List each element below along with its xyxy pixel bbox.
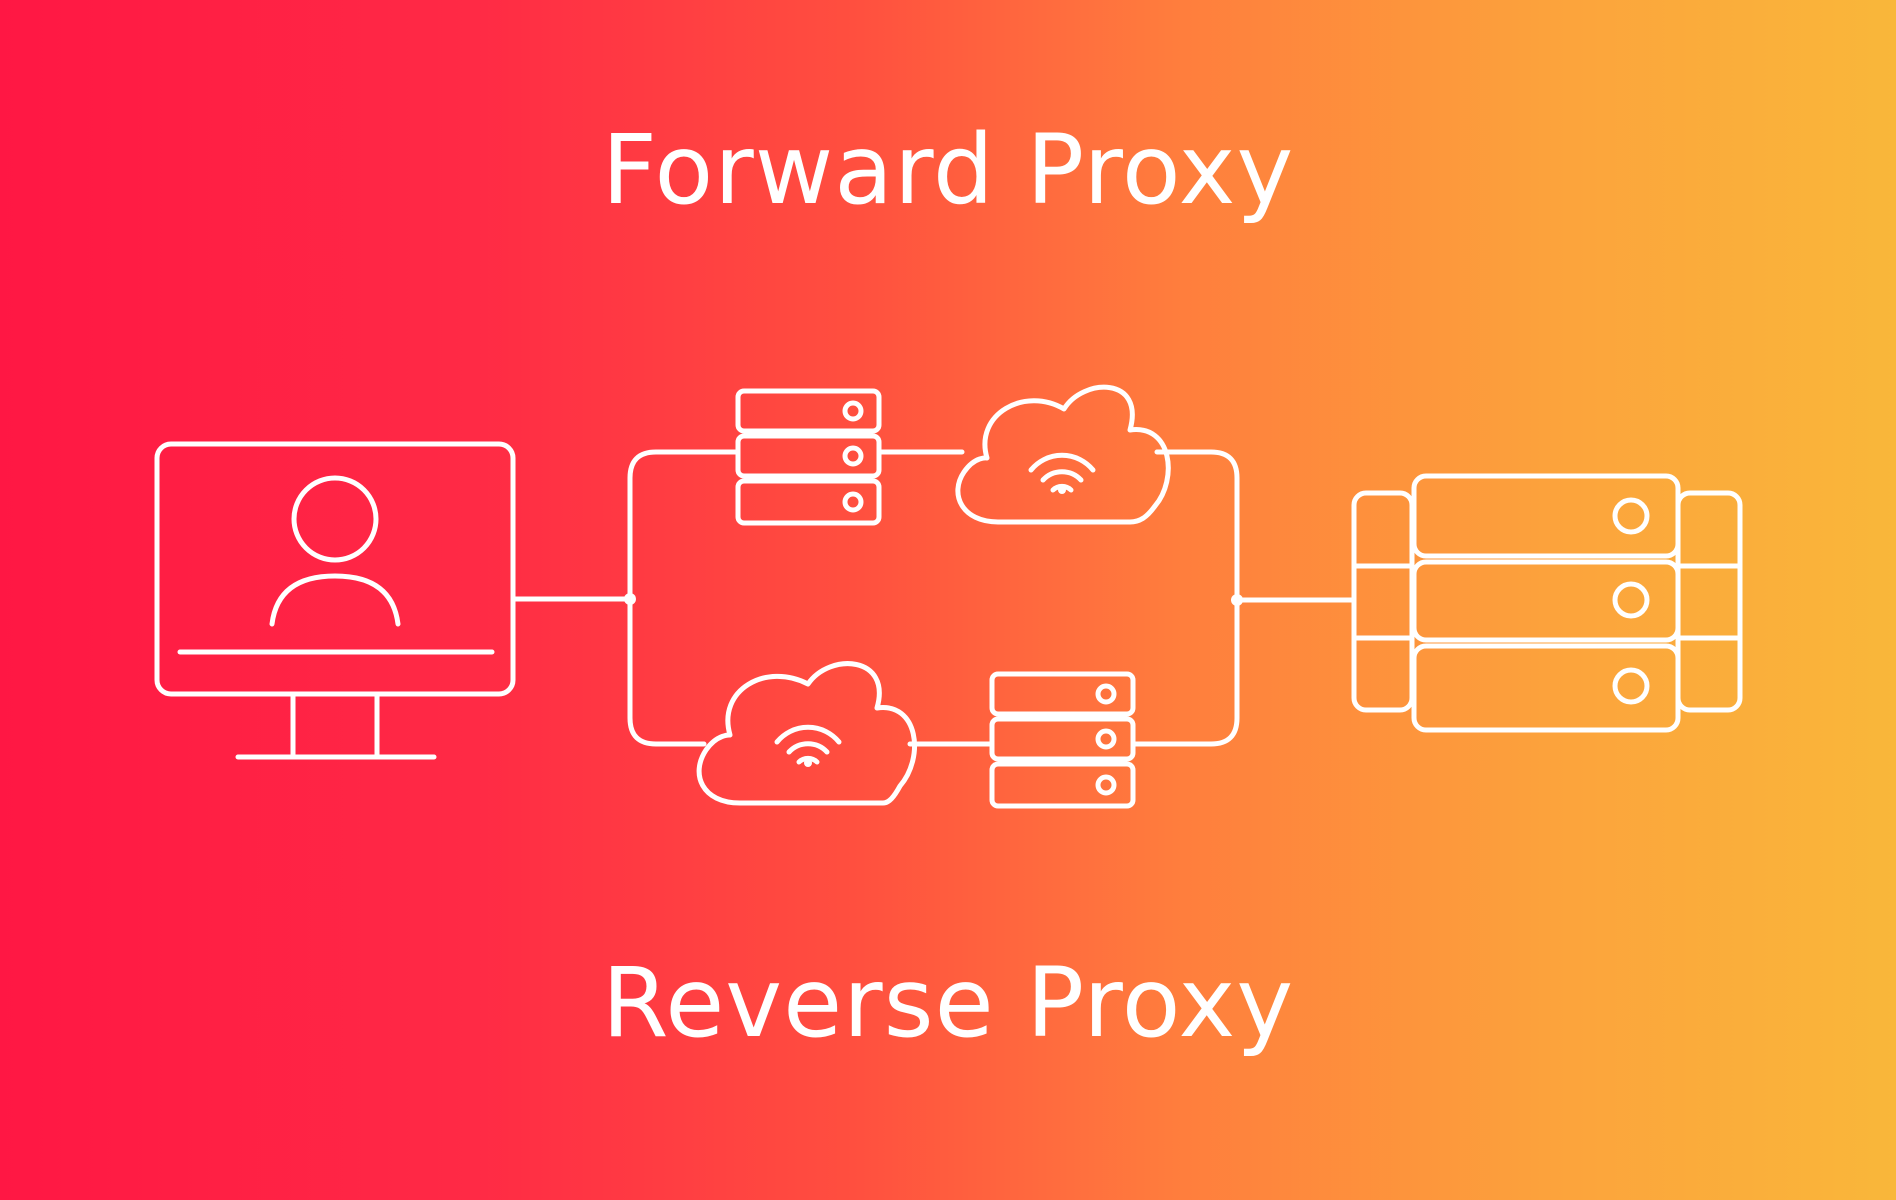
cloud-wifi-icon <box>699 664 914 803</box>
wifi-arc-outer <box>1031 455 1093 470</box>
user-shoulders <box>272 576 398 624</box>
stack-light <box>1615 500 1647 532</box>
rack-unit <box>992 719 1133 759</box>
reverse-proxy-title: Reverse Proxy <box>601 947 1295 1059</box>
rack-unit <box>738 391 879 431</box>
server-rack-icon <box>992 674 1133 806</box>
rack-light <box>1098 686 1114 702</box>
stack-light <box>1615 584 1647 616</box>
stack-unit <box>1414 562 1678 640</box>
server-rack-icon <box>738 391 879 523</box>
junction-left <box>624 593 636 605</box>
bottom-route-right <box>1133 600 1237 744</box>
cloud-outline <box>958 387 1168 522</box>
rack-light <box>1098 731 1114 747</box>
forward-proxy-title: Forward Proxy <box>601 114 1295 226</box>
rack-unit <box>738 481 879 523</box>
rack-unit <box>992 764 1133 806</box>
stack-light <box>1615 670 1647 702</box>
stack-side-left <box>1354 493 1412 710</box>
server-stack-icon <box>1354 476 1740 730</box>
bottom-route-left <box>630 599 704 744</box>
monitor-frame <box>157 444 513 694</box>
cloud-outline <box>699 664 914 803</box>
wifi-arc-outer <box>777 727 839 742</box>
wifi-dot <box>804 759 812 767</box>
top-route-left <box>630 452 738 599</box>
user-monitor-icon <box>157 444 513 757</box>
rack-unit <box>738 436 879 476</box>
wifi-arc-middle <box>789 744 827 752</box>
rack-light <box>1098 777 1114 793</box>
wifi-arc-inner <box>799 758 817 762</box>
wifi-arc-middle <box>1043 472 1081 480</box>
stack-unit <box>1414 476 1678 556</box>
user-head <box>294 478 376 560</box>
junction-right <box>1231 594 1243 606</box>
stack-unit <box>1414 646 1678 730</box>
rack-light <box>845 403 861 419</box>
cloud-wifi-icon <box>958 387 1168 522</box>
connector-lines <box>513 452 1354 744</box>
wifi-dot <box>1058 486 1066 494</box>
rack-light <box>845 448 861 464</box>
stack-side-right <box>1678 493 1740 710</box>
rack-unit <box>992 674 1133 714</box>
rack-light <box>845 494 861 510</box>
top-route-right <box>1157 452 1237 600</box>
